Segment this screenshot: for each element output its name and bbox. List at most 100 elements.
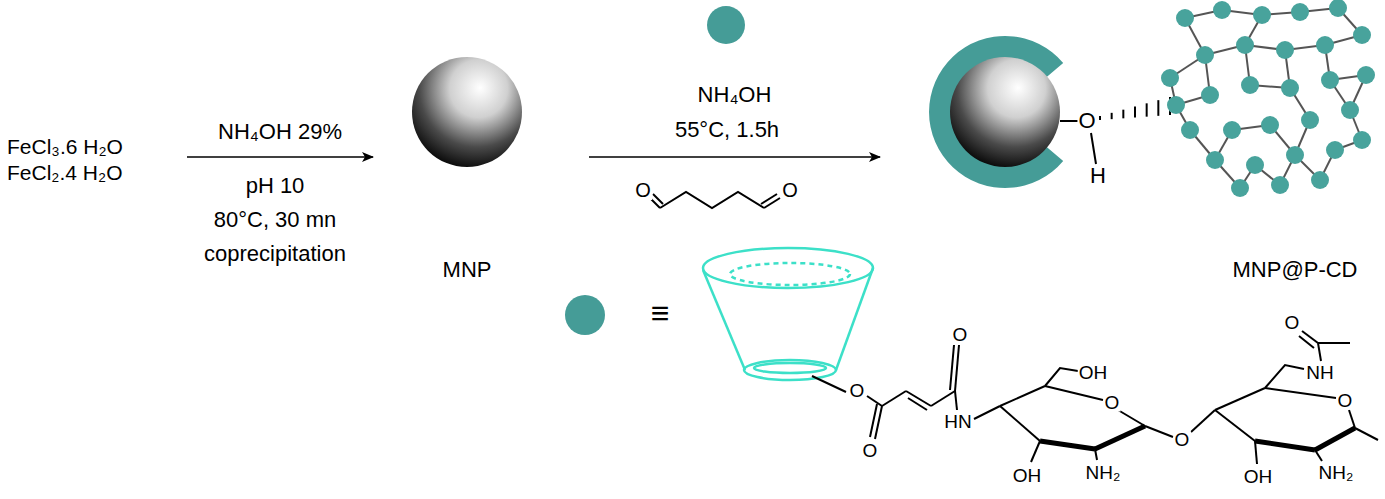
monomer-symbol xyxy=(707,6,745,44)
polymer-network xyxy=(1357,66,1375,84)
hydroxyl-bond xyxy=(1060,120,1079,122)
linker-structure xyxy=(882,391,906,406)
polymer-network xyxy=(1353,26,1371,44)
sugar-ring xyxy=(1255,441,1315,450)
polymer-network xyxy=(1167,96,1185,114)
sugar-ring xyxy=(1355,428,1378,440)
atom-label: O xyxy=(1174,430,1191,449)
sugar-ring xyxy=(1215,388,1265,410)
hydrogen-bond xyxy=(1111,113,1113,119)
sugar-ring xyxy=(1000,406,1040,441)
polymer-network xyxy=(1196,46,1214,64)
sugar-ring xyxy=(1145,426,1173,437)
atom-label: OH xyxy=(1243,467,1274,486)
reagent-label: NH₄OH xyxy=(698,83,772,107)
hydrogen-bond xyxy=(1157,100,1159,116)
glutaraldehyde-structure xyxy=(650,192,780,208)
node-label: FeCl₂.4 H₂O xyxy=(7,161,123,184)
linker-structure xyxy=(974,406,1000,419)
atom-label: O xyxy=(1104,393,1121,412)
polymer-network xyxy=(1329,0,1347,17)
hydrogen-bond xyxy=(1134,107,1136,118)
polymer-network xyxy=(1271,176,1289,194)
polymer-network xyxy=(1231,179,1249,197)
hydrogen-bond xyxy=(1100,97,1170,120)
polymer-network xyxy=(1223,121,1241,139)
polymer-network xyxy=(1353,131,1371,149)
nanoparticle-sphere xyxy=(412,57,522,167)
cyclodextrin-cone xyxy=(703,248,873,380)
cyclodextrin-cone xyxy=(744,360,836,380)
glutaraldehyde-structure xyxy=(660,192,764,208)
linker-structure xyxy=(812,376,846,392)
atom-label: OH xyxy=(1012,466,1043,485)
polymer-network xyxy=(1286,146,1304,164)
reaction-arrow xyxy=(187,156,373,158)
polymer-network xyxy=(1206,151,1224,169)
atom-label: O xyxy=(849,381,866,400)
sugar-ring xyxy=(1000,331,1378,464)
polymer-network xyxy=(1246,156,1264,174)
polymer-network xyxy=(1261,116,1279,134)
atom-label: OH xyxy=(1078,363,1109,382)
linker-structure xyxy=(955,345,959,391)
sugar-ring xyxy=(1315,450,1322,461)
polymer-network xyxy=(1241,76,1259,94)
node-label: MNP xyxy=(443,258,492,282)
sugar-ring xyxy=(1118,410,1145,426)
sugar-ring xyxy=(1315,428,1355,450)
polymer-network xyxy=(1181,121,1199,139)
polymer-network xyxy=(1326,141,1344,159)
linker-structure xyxy=(867,396,882,406)
glutaraldehyde-structure xyxy=(761,194,777,204)
condition-label: 80°C, 30 mn xyxy=(214,208,337,232)
atom-label: NH₂ xyxy=(1085,463,1122,482)
atom-label: O xyxy=(862,441,879,460)
cyclodextrin-cone xyxy=(703,270,745,370)
polymer-network xyxy=(1281,79,1299,97)
polymer-network xyxy=(1253,6,1271,24)
sugar-ring xyxy=(1095,426,1145,449)
reaction-arrow xyxy=(589,156,880,158)
sugar-ring xyxy=(1031,441,1040,462)
hydrogen-bond xyxy=(1099,116,1101,120)
sugar-ring xyxy=(1191,410,1215,432)
polymer-network xyxy=(1341,101,1359,119)
product-node: MNP@P-CD xyxy=(882,0,1380,290)
sugar-ring xyxy=(1265,388,1336,398)
atom-label: O xyxy=(781,180,799,200)
reagent-label: NH₄OH 29% xyxy=(218,120,342,144)
linker-structure xyxy=(812,345,1000,439)
sugar-ring xyxy=(1318,342,1350,344)
atom-label: O xyxy=(1077,110,1096,132)
sugar-ring xyxy=(1045,386,1103,400)
atom-label: O xyxy=(952,325,969,344)
polymer-network xyxy=(1321,71,1339,89)
linker-structure xyxy=(950,345,954,390)
atom-label: O xyxy=(634,180,652,200)
atom-label: O xyxy=(1284,313,1301,332)
linker-structure xyxy=(955,391,957,410)
node-label: FeCl₃.6 H₂O xyxy=(7,135,123,158)
reagent-group: FeCl₃.6 H₂O FeCl₂.4 H₂O xyxy=(5,135,185,187)
atom-label: H xyxy=(1089,165,1107,187)
atom-label: NH xyxy=(1305,363,1334,382)
sugar-ring xyxy=(1215,410,1255,441)
polymer-network xyxy=(1213,1,1231,19)
hydrogen-bond xyxy=(1146,103,1148,116)
atom-label: NH₂ xyxy=(1318,463,1355,482)
polymer-network xyxy=(1236,36,1254,54)
polymer-network xyxy=(1161,69,1179,87)
sugar-ring xyxy=(1255,441,1257,464)
cyclodextrin-cone xyxy=(730,263,850,285)
sugar-ring xyxy=(1349,410,1355,428)
polymer-network xyxy=(1201,86,1219,104)
condition-label: 55°C, 1.5h xyxy=(675,118,779,142)
node-label: MNP@P-CD xyxy=(1233,258,1358,282)
cyclodextrin-cone xyxy=(703,248,873,288)
polymer-network xyxy=(1316,36,1334,54)
sugar-ring xyxy=(1318,343,1321,361)
polymer-network xyxy=(1276,41,1294,59)
equivalence-sign: ≡ xyxy=(650,297,671,329)
sugar-ring xyxy=(1000,386,1045,406)
